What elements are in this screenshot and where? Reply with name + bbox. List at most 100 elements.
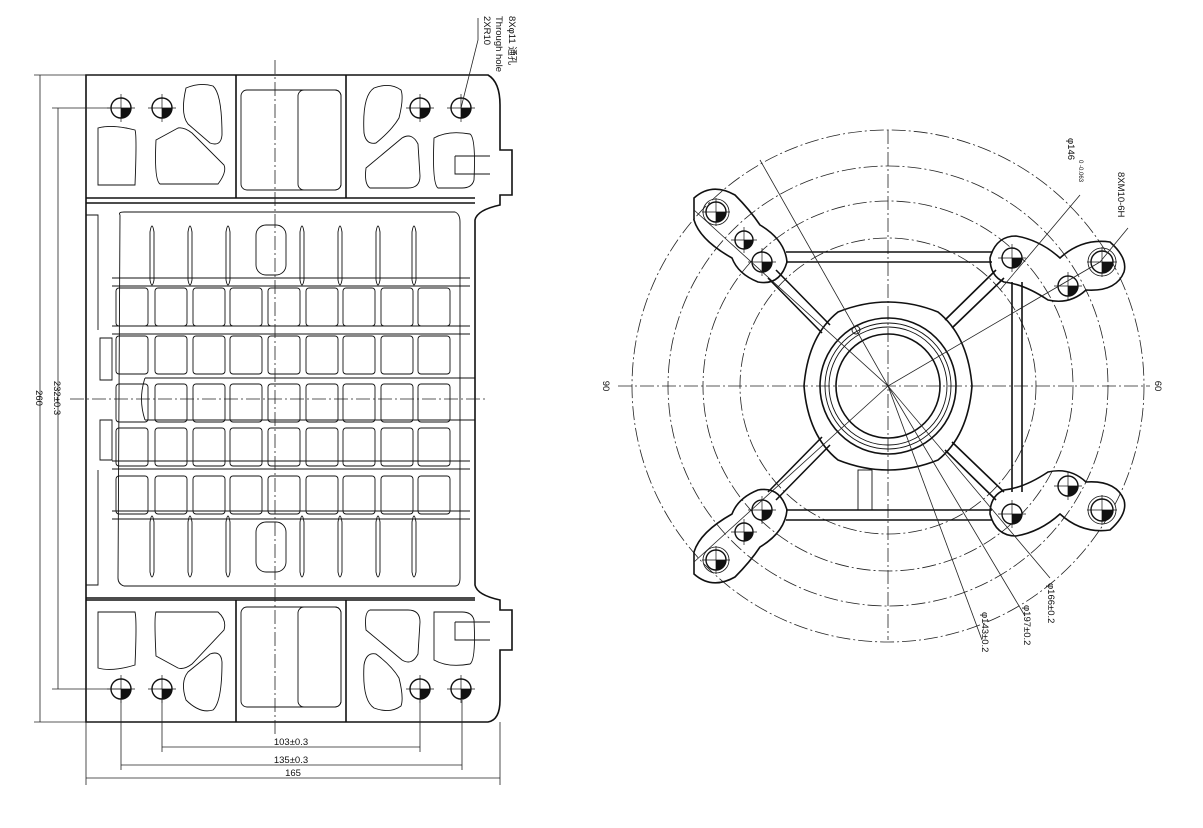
grid-cell-19 xyxy=(115,383,149,423)
rib-slot-bottom-1 xyxy=(149,515,155,578)
grid-cell-33 xyxy=(305,427,339,467)
dim-d143: φ143±0.2 xyxy=(979,612,990,652)
dim-60: 60 xyxy=(1152,381,1163,392)
grid-cell-21 xyxy=(192,383,226,423)
ear-lugs xyxy=(693,188,1126,584)
grid-cell-31 xyxy=(229,427,263,467)
rib-slot-bottom-2 xyxy=(187,515,193,578)
grid-cell-39 xyxy=(192,475,226,515)
grid-cell-9 xyxy=(417,287,451,327)
central-boss xyxy=(803,301,973,471)
dim-bore-tol: 0 -0.063 xyxy=(1077,160,1083,183)
grid-cell-12 xyxy=(192,335,226,375)
frame-rails xyxy=(767,251,1023,521)
grid-cell-20 xyxy=(154,383,188,423)
leader-lines xyxy=(693,159,1129,641)
rib-row-1 xyxy=(112,277,470,287)
grid-cell-5 xyxy=(267,287,301,327)
rib-slot-top-6 xyxy=(375,225,381,286)
grid-cell-8 xyxy=(380,287,414,327)
grid-cell-13 xyxy=(229,335,263,375)
grid-cell-41 xyxy=(267,475,301,515)
top-view: 90 60 φ146 0 -0.063 8XM10-6H φ166±0.2 φ1… xyxy=(600,129,1163,652)
dim-135: 135±0.3 xyxy=(274,755,308,766)
dim-90: 90 xyxy=(600,381,611,392)
grid-cell-4 xyxy=(229,287,263,327)
front-hole-7-quadrant xyxy=(420,689,430,699)
dim-thread: 8XM10-6H xyxy=(1115,172,1126,218)
dim-165: 165 xyxy=(285,768,301,779)
grid-cell-14 xyxy=(267,335,301,375)
rib-slot-top-7 xyxy=(411,225,417,286)
top-hole-8 xyxy=(1054,272,1082,300)
grid-cell-16 xyxy=(342,335,376,375)
dim-bore: φ146 xyxy=(1065,138,1076,160)
grid-cell-35 xyxy=(380,427,414,467)
rib-rows xyxy=(112,277,470,520)
grid-cell-10 xyxy=(115,335,149,375)
top-hole-11 xyxy=(1054,472,1082,500)
front-outline xyxy=(85,74,513,723)
dim-d197: φ197±0.2 xyxy=(1021,605,1032,645)
front-hole-7 xyxy=(406,675,434,703)
rib-slot-bottom-5 xyxy=(337,515,343,578)
top-hole-1 xyxy=(702,198,730,226)
top-hole-4-quadrant xyxy=(716,560,726,570)
front-hole-4-quadrant xyxy=(461,108,471,118)
front-hole-1 xyxy=(107,94,135,122)
rib-row-4 xyxy=(112,510,470,520)
top-hole-5 xyxy=(731,519,757,545)
top-hole-9 xyxy=(1087,247,1117,277)
rib-slot-top-2 xyxy=(187,225,193,286)
lower-block xyxy=(86,599,490,722)
top-hole-11-quadrant xyxy=(1068,486,1078,496)
grid-cell-42 xyxy=(305,475,339,515)
grid-cell-18 xyxy=(417,335,451,375)
top-hole-7-quadrant xyxy=(1012,258,1022,268)
top-hole-10-quadrant xyxy=(1012,514,1022,524)
top-hole-2-quadrant xyxy=(744,240,753,249)
grid-cell-43 xyxy=(342,475,376,515)
top-hole-4 xyxy=(702,546,730,574)
front-dimensions: 165 135±0.3 103±0.3 260 232±0.3 8Xφ11 通孔… xyxy=(33,16,517,785)
grid-cells xyxy=(115,287,451,515)
dim-232: 232±0.3 xyxy=(51,381,62,415)
rib-slot-top-3 xyxy=(225,225,231,286)
top-hole-5-quadrant xyxy=(744,532,753,541)
grid-cell-36 xyxy=(417,427,451,467)
front-view: 165 135±0.3 103±0.3 260 232±0.3 8Xφ11 通孔… xyxy=(33,16,517,785)
grid-cell-26 xyxy=(380,383,414,423)
rib-row-2 xyxy=(112,325,470,335)
grid-cell-44 xyxy=(380,475,414,515)
front-hole-1-quadrant xyxy=(121,108,131,118)
grid-cell-45 xyxy=(417,475,451,515)
grid-cell-37 xyxy=(115,475,149,515)
rib-slot-bottom-6 xyxy=(375,515,381,578)
front-hole-8-quadrant xyxy=(461,689,471,699)
reference-circles xyxy=(618,129,1150,643)
rib-slot-bottom-7 xyxy=(411,515,417,578)
grid-cell-17 xyxy=(380,335,414,375)
front-hole-3 xyxy=(406,94,434,122)
grid-cell-34 xyxy=(342,427,376,467)
top-hole-6-quadrant xyxy=(762,510,772,520)
top-hole-12-quadrant xyxy=(1102,510,1113,521)
grid-cell-30 xyxy=(192,427,226,467)
grid-cell-23 xyxy=(267,383,301,423)
dim-d166: φ166±0.2 xyxy=(1045,583,1056,623)
rib-slot-top-5 xyxy=(337,225,343,286)
grid-cell-24 xyxy=(305,383,339,423)
rib-slot-top-4 xyxy=(299,225,305,286)
grid-cell-38 xyxy=(154,475,188,515)
rib-row-3 xyxy=(112,460,470,470)
top-hole-8-quadrant xyxy=(1068,286,1078,296)
grid-cell-29 xyxy=(154,427,188,467)
rib-slot-bottom-3 xyxy=(225,515,231,578)
hole-callout-2: Through hole xyxy=(493,16,504,72)
grid-cell-6 xyxy=(305,287,339,327)
grid-cell-2 xyxy=(154,287,188,327)
top-hole-12 xyxy=(1087,495,1117,525)
top-hole-7 xyxy=(998,244,1026,272)
front-center-lines xyxy=(70,60,485,735)
dim-103: 103±0.3 xyxy=(274,737,308,748)
